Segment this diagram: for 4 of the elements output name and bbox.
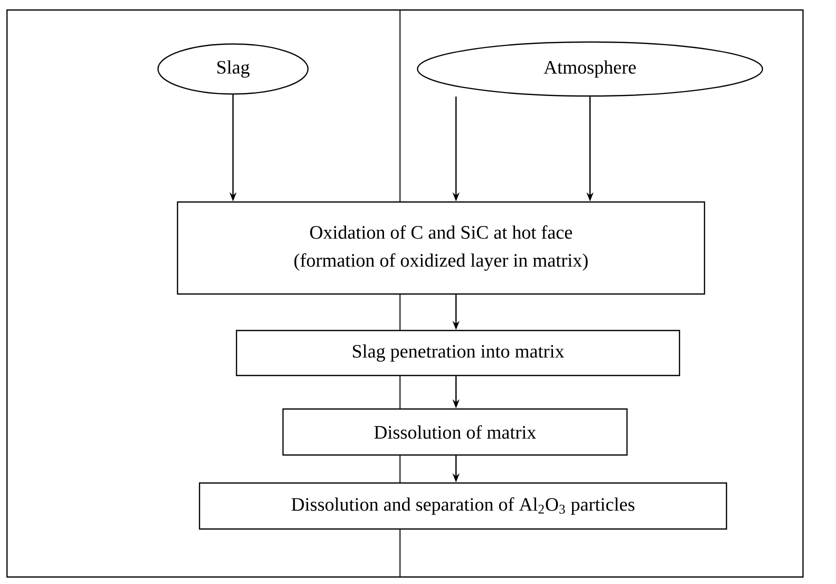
- process-box: Dissolution of matrix: [282, 408, 628, 456]
- process-box: Slag penetration into matrix: [236, 330, 680, 376]
- process-box: Dissolution and separation of Al$_{2}$O$_{3}$ particles: [198, 482, 728, 530]
- process-box: Oxidation of C and SiC at hot face (formation of oxidized layer in matrix): [176, 201, 706, 295]
